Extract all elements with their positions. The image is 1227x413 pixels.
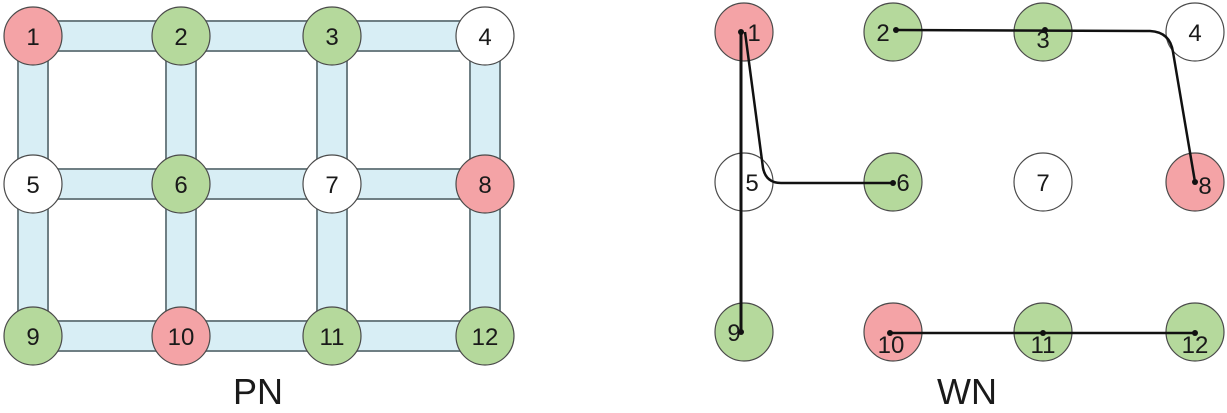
node-circle <box>1165 2 1225 62</box>
wn-label: WN <box>937 371 997 412</box>
node-circle <box>302 306 362 366</box>
pn-node-7[interactable]: 7 <box>302 154 362 214</box>
wn-paths <box>738 27 1198 336</box>
pn-node-11[interactable]: 11 <box>302 306 362 366</box>
node-circle <box>3 6 63 66</box>
node-circle <box>151 6 211 66</box>
node-label: 2 <box>174 24 187 51</box>
node-circle <box>455 154 515 214</box>
pn-node-9[interactable]: 9 <box>3 306 63 366</box>
path-2-3-4-8-mid-dot <box>1042 27 1048 33</box>
node-label: 11 <box>320 324 345 351</box>
wn-node-5[interactable]: 5 <box>714 152 774 212</box>
node-label: 9 <box>26 324 39 351</box>
path-1-5-6 <box>743 31 893 185</box>
path-10-11-12-start-dot <box>887 330 893 336</box>
wn-node-4[interactable]: 4 <box>1165 2 1225 62</box>
pn-label: PN <box>233 371 283 412</box>
path-1-5-6-end-dot <box>890 180 896 186</box>
path-10-11-12-mid-dot <box>1040 330 1046 336</box>
node-label: 5 <box>745 170 758 197</box>
node-label: 1 <box>747 20 760 47</box>
node-circle <box>151 306 211 366</box>
node-circle <box>455 306 515 366</box>
wn-node-2[interactable]: 2 <box>863 2 923 62</box>
node-circle <box>302 6 362 66</box>
node-label: 8 <box>478 172 491 199</box>
path-2-3-4-8 <box>895 28 1197 183</box>
node-label: 8 <box>1198 173 1211 200</box>
pn-edges <box>17 20 501 352</box>
node-circle <box>714 152 774 212</box>
node-label: 12 <box>472 324 499 351</box>
path-10-11-12-end-dot <box>1192 330 1198 336</box>
path-1-9-end-dot <box>738 329 744 335</box>
path-2-3-4-8-end-dot <box>1192 179 1198 185</box>
node-label: 1 <box>26 24 39 51</box>
pn-node-8[interactable]: 8 <box>455 154 515 214</box>
pn-node-2[interactable]: 2 <box>151 6 211 66</box>
pn-node-3[interactable]: 3 <box>302 6 362 66</box>
node-circle <box>455 6 515 66</box>
node-label: 4 <box>478 24 491 51</box>
node-label: 9 <box>727 320 740 347</box>
pn-node-4[interactable]: 4 <box>455 6 515 66</box>
node-circle <box>1013 152 1073 212</box>
pn-node-12[interactable]: 12 <box>455 306 515 366</box>
node-label: 5 <box>26 172 39 199</box>
node-label: 3 <box>325 24 338 51</box>
pn-node-5[interactable]: 5 <box>3 154 63 214</box>
pn-node-1[interactable]: 1 <box>3 6 63 66</box>
node-label: 12 <box>1182 332 1209 359</box>
path-2-3-4-8-start-dot <box>893 27 899 33</box>
node-label: 11 <box>1031 332 1056 359</box>
node-label: 6 <box>896 170 909 197</box>
wn-node-7[interactable]: 7 <box>1013 152 1073 212</box>
node-label: 3 <box>1036 27 1049 54</box>
path-1-9-start-dot <box>738 29 744 35</box>
node-label: 10 <box>168 324 195 351</box>
node-circle <box>151 154 211 214</box>
node-label: 2 <box>876 20 889 47</box>
pn-node-10[interactable]: 10 <box>151 306 211 366</box>
node-label: 4 <box>1188 20 1201 47</box>
node-label: 7 <box>1036 170 1049 197</box>
node-circle <box>302 154 362 214</box>
node-label: 6 <box>174 172 187 199</box>
node-label: 7 <box>325 172 338 199</box>
pn-node-6[interactable]: 6 <box>151 154 211 214</box>
node-circle <box>3 306 63 366</box>
node-label: 10 <box>878 332 905 359</box>
node-circle <box>863 2 923 62</box>
node-circle <box>3 154 63 214</box>
